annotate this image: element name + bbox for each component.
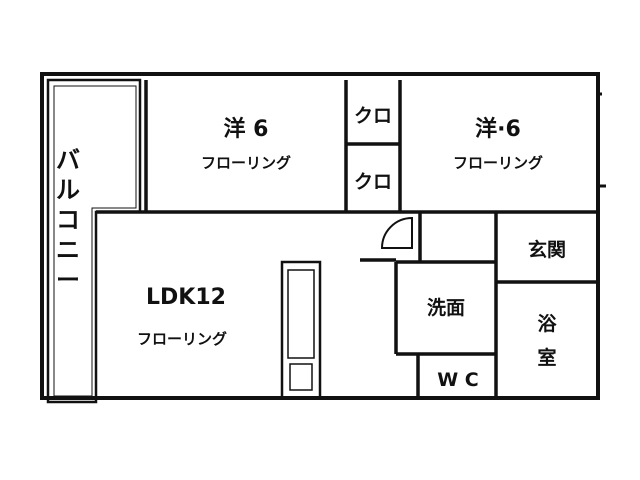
closet-1-label: クロ [354,105,392,127]
balcony-label-5: ー [56,266,80,294]
outer-walls [40,72,600,400]
western-room-2-name: 洋·6 [475,116,521,142]
western-room-1-floor: フローリング [201,154,291,172]
western-room-2-floor: フローリング [453,154,543,172]
balcony-label-1: バ [56,146,80,174]
bath-label-1: 浴 [537,313,557,335]
balcony-label-2: ル [56,176,80,204]
entrance-label: 玄関 [528,238,566,261]
ldk-floor: フローリング [137,330,227,348]
bath-label-2: 室 [537,346,556,369]
wc-label: W C [437,369,479,391]
ldk-name: LDK12 [146,285,226,310]
closet-2-label: クロ [354,171,392,193]
door-swing [380,216,413,249]
interior-walls [96,80,598,398]
western-room-1-name: 洋 6 [224,116,269,142]
washroom-label: 洗面 [427,296,465,319]
kitchen-counter [280,260,322,400]
wall-details [596,92,606,188]
balcony-label-4: ニ [56,236,80,264]
balcony-label-3: コ [56,206,80,234]
